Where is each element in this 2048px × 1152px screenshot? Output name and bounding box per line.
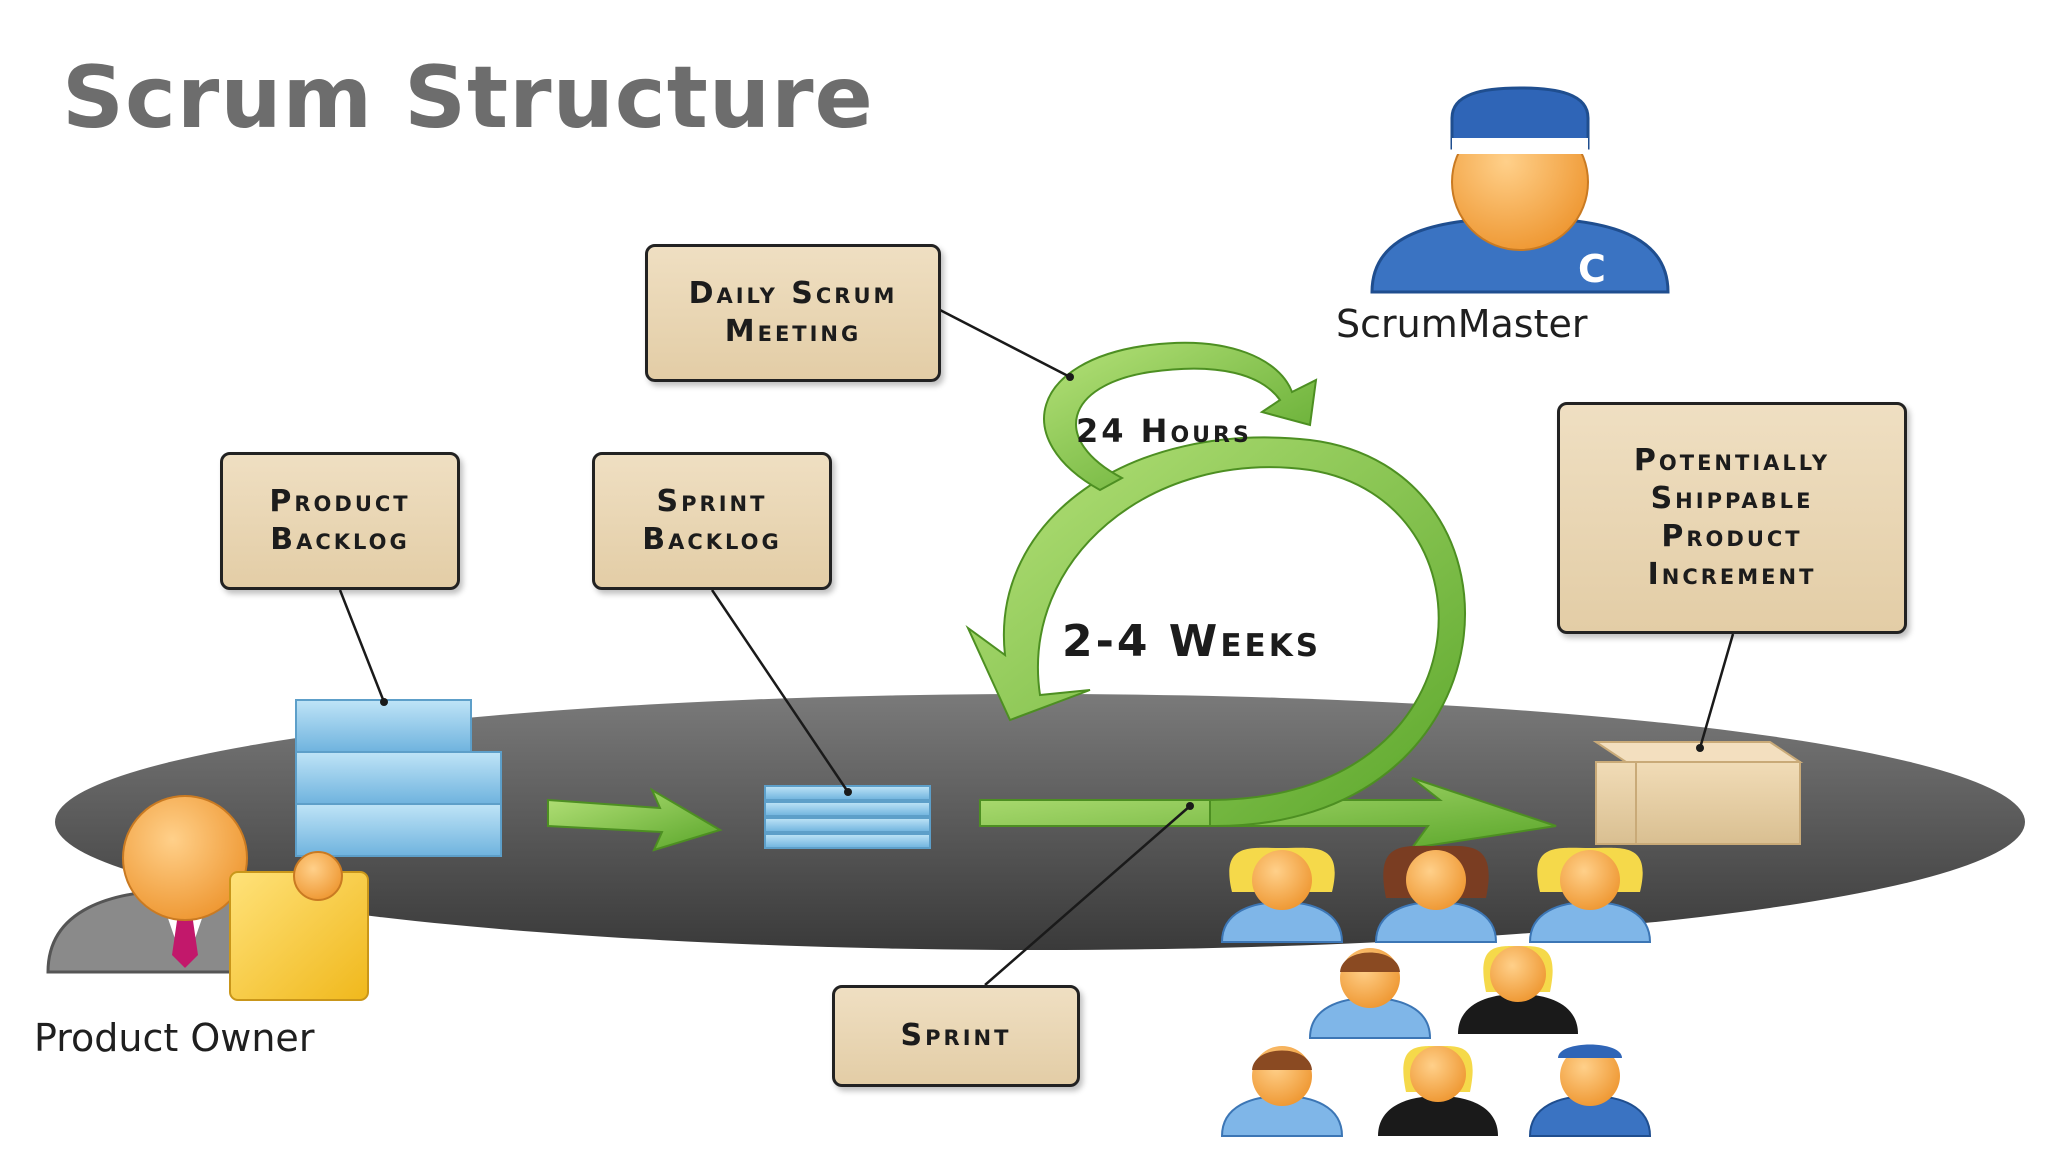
potentially-shippable-increment-label: Potentially Shippable Product Increment — [1633, 443, 1831, 592]
team-member-4 — [1308, 948, 1432, 1039]
page-title: Scrum Structure — [62, 48, 874, 148]
sprint-cycle-loop — [965, 436, 1466, 828]
daily-cycle-loop — [1043, 341, 1318, 492]
svg-text:C: C — [1578, 247, 1606, 291]
sprint-length-label: 2-4 Weeks — [1062, 616, 1322, 667]
team-member-1 — [1220, 847, 1344, 943]
team-member-6 — [1220, 1046, 1344, 1137]
product-owner-avatar — [46, 795, 369, 1001]
connector-dots — [380, 373, 1704, 810]
potentially-shippable-increment-box: Potentially Shippable Product Increment — [1557, 402, 1907, 634]
sprint-label: Sprint — [900, 1018, 1012, 1053]
team-member-3 — [1528, 847, 1652, 943]
daily-scrum-meeting-label: Daily Scrum Meeting — [688, 276, 898, 349]
team-member-8 — [1528, 1044, 1652, 1137]
team-member-5 — [1458, 945, 1578, 1034]
scrum-master-label: ScrumMaster — [1336, 302, 1588, 346]
shipping-box-icon — [1592, 741, 1804, 845]
connector-lines — [338, 308, 1735, 986]
product-owner-label: Product Owner — [34, 1016, 315, 1060]
product-backlog-stack — [295, 699, 502, 857]
sprint-box: Sprint — [832, 985, 1080, 1087]
team-member-2 — [1374, 845, 1498, 943]
product-backlog-label: Product Backlog — [269, 484, 411, 557]
sprint-backlog-label: Sprint Backlog — [642, 484, 782, 557]
scrum-master-avatar: C — [1370, 86, 1670, 294]
daily-scrum-meeting-box: Daily Scrum Meeting — [645, 244, 941, 382]
sprint-backlog-box: Sprint Backlog — [592, 452, 832, 590]
product-backlog-box: Product Backlog — [220, 452, 460, 590]
flow-arrow-backlog-to-sprint — [547, 787, 723, 852]
team-member-7 — [1378, 1045, 1498, 1136]
daily-cycle-label: 24 Hours — [1076, 412, 1252, 450]
